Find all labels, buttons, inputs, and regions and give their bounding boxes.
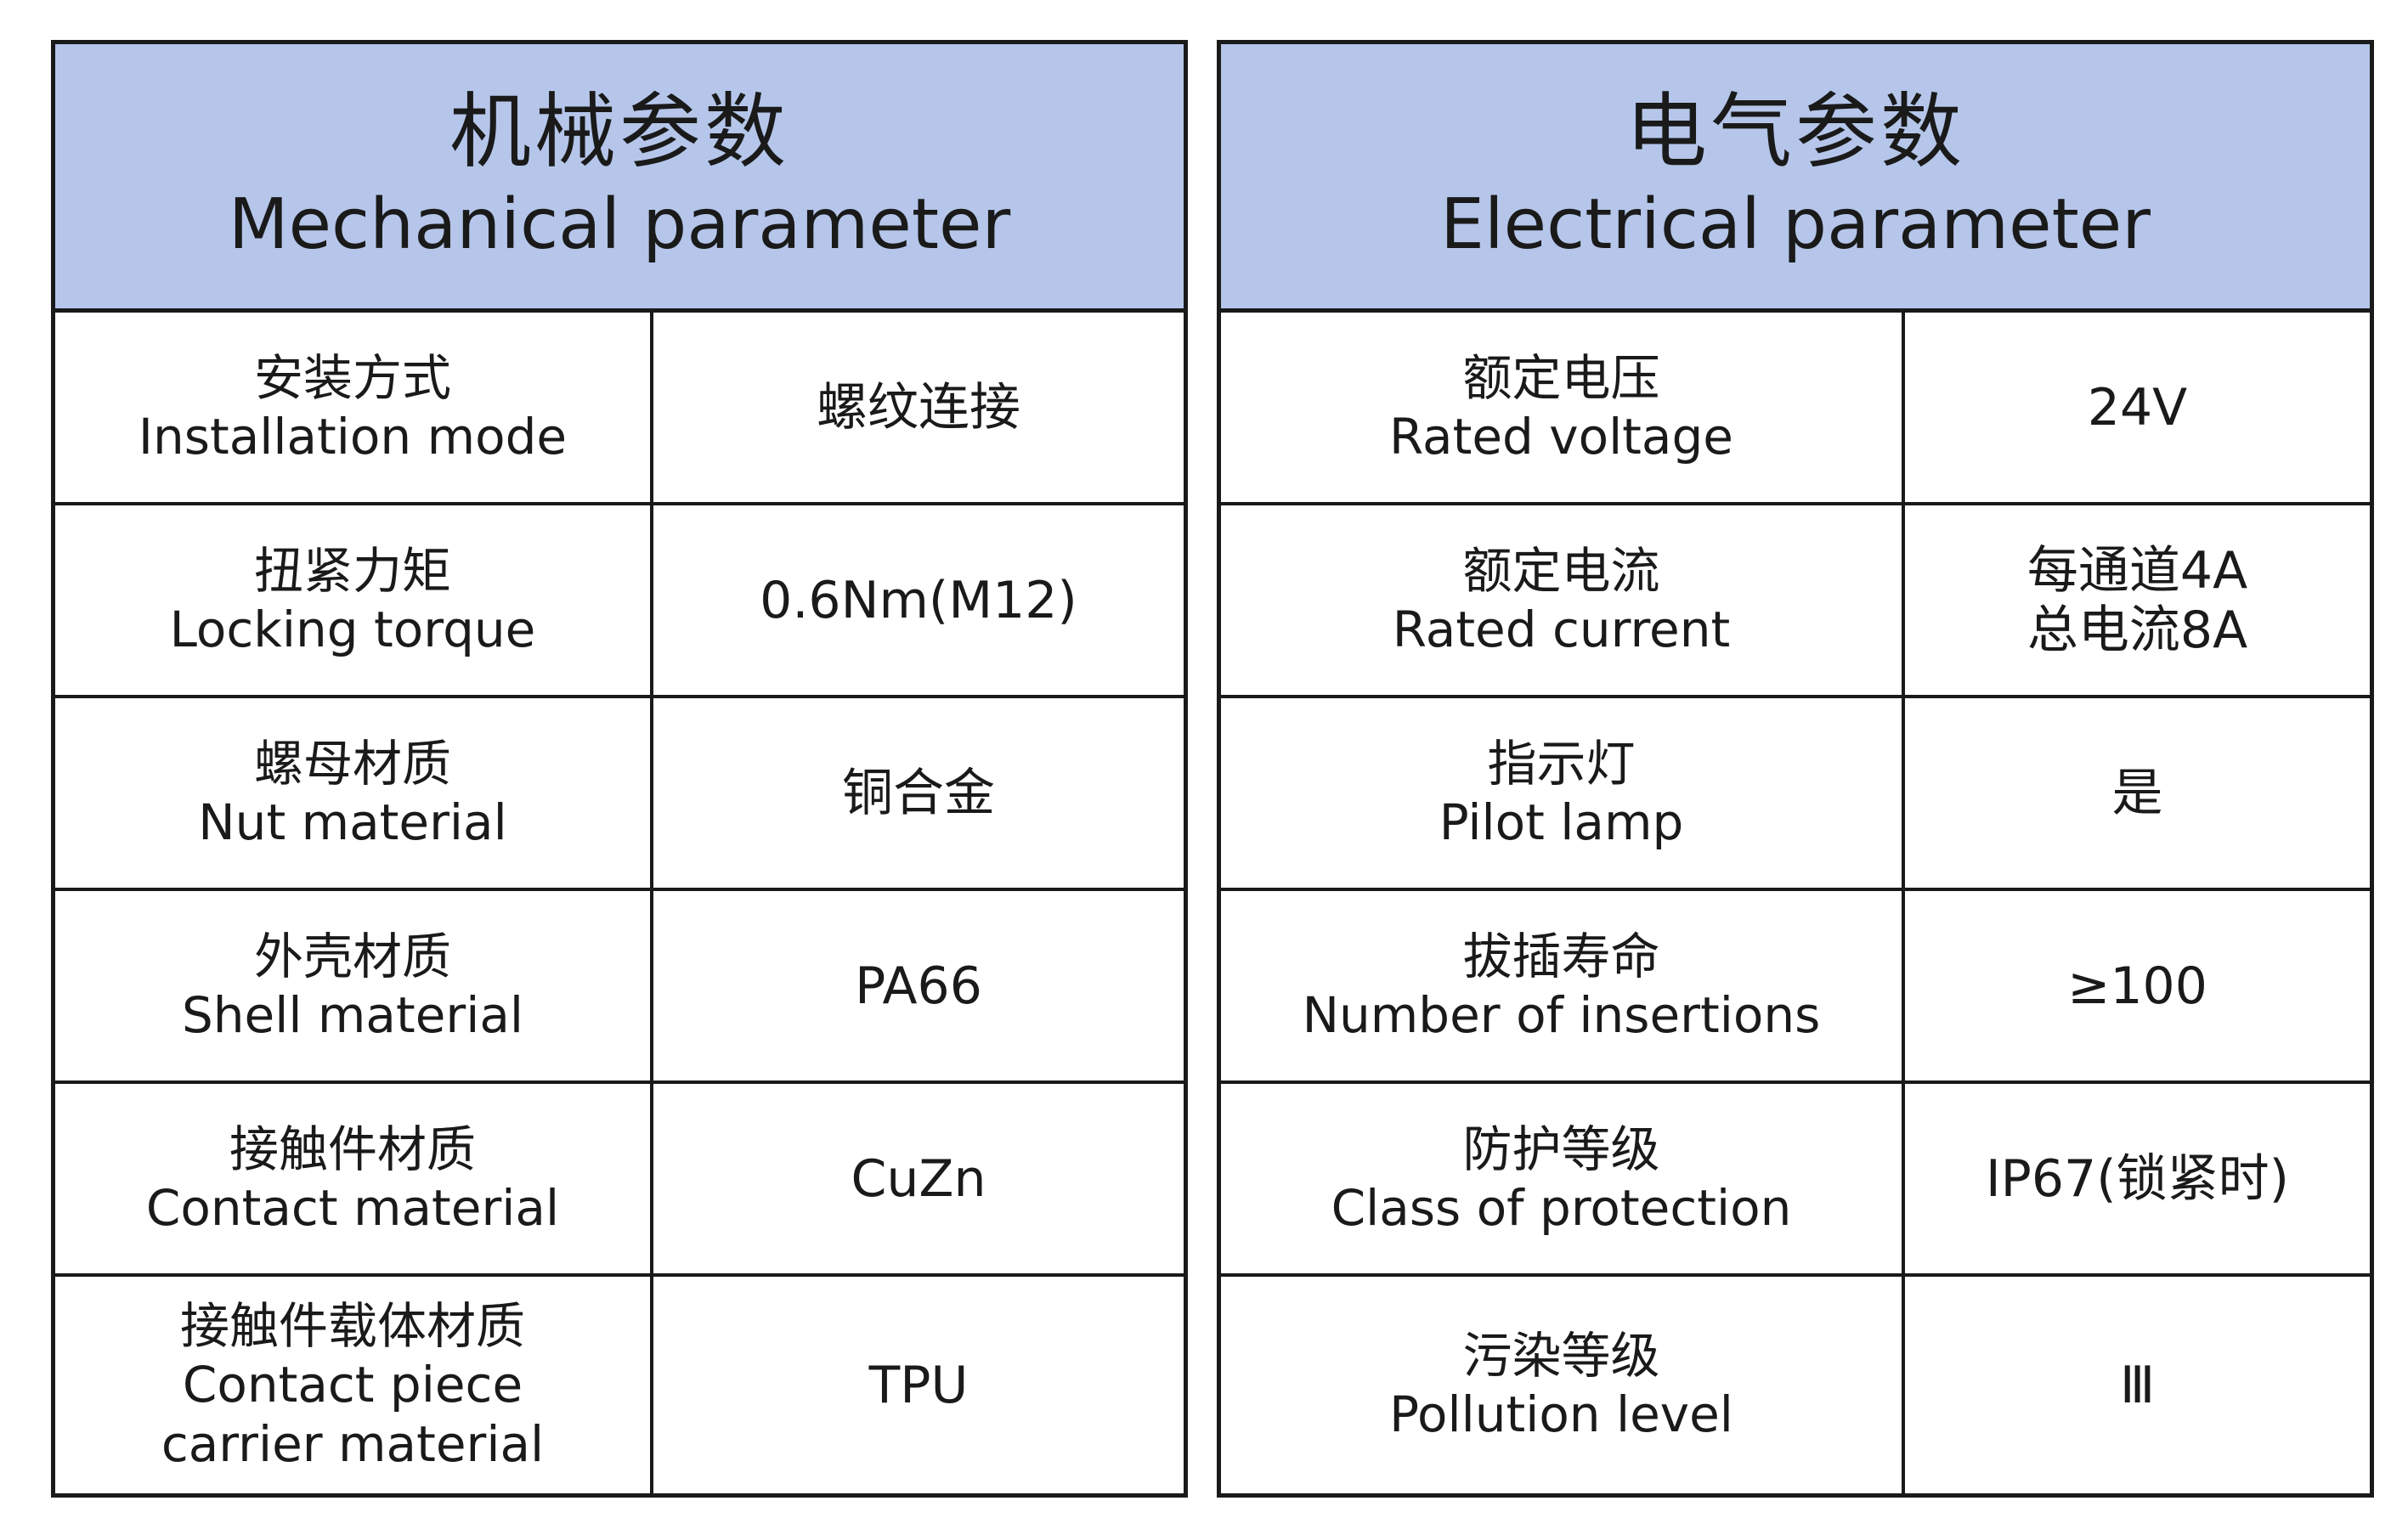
row-label: 扭紧力矩 Locking torque: [55, 505, 653, 695]
row-value: 每通道4A 总电流8A: [1905, 505, 2370, 695]
label-zh: 额定电流: [1462, 541, 1660, 600]
table-row: 拔插寿命 Number of insertions ≥100: [1221, 891, 2370, 1084]
row-label: 接触件材质 Contact material: [55, 1084, 653, 1273]
value-text: 24V: [2087, 377, 2188, 437]
label-zh: 防护等级: [1462, 1120, 1660, 1178]
label-en: Installation mode: [138, 407, 568, 465]
table-row: 扭紧力矩 Locking torque 0.6Nm(M12): [55, 505, 1184, 698]
row-label: 接触件载体材质 Contact piece carrier material: [55, 1277, 653, 1493]
label-zh: 拔插寿命: [1462, 927, 1660, 985]
label-en: Contact material: [145, 1178, 560, 1237]
label-en: Class of protection: [1331, 1178, 1792, 1237]
value-text: 螺纹连接: [817, 377, 1020, 437]
row-value: TPU: [653, 1277, 1184, 1493]
electrical-title-en: Electrical parameter: [1440, 183, 2151, 265]
mechanical-title-en: Mechanical parameter: [228, 183, 1011, 265]
row-label: 指示灯 Pilot lamp: [1221, 698, 1905, 888]
row-value: Ⅲ: [1905, 1277, 2370, 1493]
value-text: CuZn: [851, 1148, 986, 1209]
label-en: Number of insertions: [1302, 985, 1821, 1044]
row-value: IP67(锁紧时): [1905, 1084, 2370, 1273]
row-label: 拔插寿命 Number of insertions: [1221, 891, 1905, 1080]
electrical-parameter-table: 电气参数 Electrical parameter 额定电压 Rated vol…: [1217, 40, 2374, 1498]
value-text: TPU: [868, 1355, 969, 1415]
table-row: 防护等级 Class of protection IP67(锁紧时): [1221, 1084, 2370, 1277]
row-value: 螺纹连接: [653, 313, 1184, 502]
label-en: Rated current: [1392, 600, 1731, 658]
row-value: 24V: [1905, 313, 2370, 502]
mechanical-parameter-table: 机械参数 Mechanical parameter 安装方式 Installat…: [51, 40, 1188, 1498]
mechanical-rows: 安装方式 Installation mode 螺纹连接 扭紧力矩 Locking…: [55, 313, 1184, 1493]
row-value: PA66: [653, 891, 1184, 1080]
table-row: 螺母材质 Nut material 铜合金: [55, 698, 1184, 891]
mechanical-title-zh: 机械参数: [449, 83, 789, 179]
label-en: Locking torque: [169, 600, 536, 658]
row-value: 0.6Nm(M12): [653, 505, 1184, 695]
value-text-line1: 每通道4A: [2026, 540, 2248, 601]
table-row: 外壳材质 Shell material PA66: [55, 891, 1184, 1084]
label-zh: 外壳材质: [253, 927, 451, 985]
row-value: CuZn: [653, 1084, 1184, 1273]
label-zh: 污染等级: [1462, 1326, 1660, 1385]
mechanical-header: 机械参数 Mechanical parameter: [55, 44, 1184, 313]
row-label: 外壳材质 Shell material: [55, 891, 653, 1080]
row-value: 铜合金: [653, 698, 1184, 888]
table-row: 污染等级 Pollution level Ⅲ: [1221, 1277, 2370, 1493]
row-label: 污染等级 Pollution level: [1221, 1277, 1905, 1493]
table-row: 额定电压 Rated voltage 24V: [1221, 313, 2370, 505]
table-row: 接触件材质 Contact material CuZn: [55, 1084, 1184, 1277]
value-text: 是: [2111, 763, 2163, 823]
label-zh: 安装方式: [253, 348, 451, 407]
row-label: 安装方式 Installation mode: [55, 313, 653, 502]
table-row: 额定电流 Rated current 每通道4A 总电流8A: [1221, 505, 2370, 698]
electrical-title-zh: 电气参数: [1625, 83, 1965, 179]
label-en: Pilot lamp: [1439, 793, 1684, 851]
label-zh: 额定电压: [1462, 348, 1660, 407]
value-text: 0.6Nm(M12): [760, 570, 1077, 630]
label-en: Rated voltage: [1389, 407, 1733, 465]
electrical-rows: 额定电压 Rated voltage 24V 额定电流 Rated curren…: [1221, 313, 2370, 1493]
value-text: PA66: [855, 956, 982, 1016]
electrical-header: 电气参数 Electrical parameter: [1221, 44, 2370, 313]
label-zh: 指示灯: [1487, 734, 1636, 793]
table-row: 接触件载体材质 Contact piece carrier material T…: [55, 1277, 1184, 1493]
row-label: 防护等级 Class of protection: [1221, 1084, 1905, 1273]
value-text: IP67(锁紧时): [1985, 1148, 2290, 1209]
label-zh: 螺母材质: [253, 734, 451, 793]
label-en: Pollution level: [1389, 1385, 1733, 1443]
label-zh: 接触件载体材质: [179, 1296, 525, 1355]
label-en: Shell material: [181, 985, 523, 1044]
label-en: Contact piece carrier material: [161, 1355, 545, 1473]
label-zh: 扭紧力矩: [253, 541, 451, 600]
value-text-line2: 总电流8A: [2026, 600, 2248, 660]
value-text: Ⅲ: [2119, 1355, 2156, 1415]
value-text: 铜合金: [842, 763, 995, 823]
label-en: Nut material: [198, 793, 507, 851]
row-value: ≥100: [1905, 891, 2370, 1080]
value-text: ≥100: [2067, 956, 2207, 1016]
row-label: 螺母材质 Nut material: [55, 698, 653, 888]
label-zh: 接触件材质: [229, 1120, 476, 1178]
row-label: 额定电流 Rated current: [1221, 505, 1905, 695]
row-value: 是: [1905, 698, 2370, 888]
table-row: 指示灯 Pilot lamp 是: [1221, 698, 2370, 891]
row-label: 额定电压 Rated voltage: [1221, 313, 1905, 502]
table-row: 安装方式 Installation mode 螺纹连接: [55, 313, 1184, 505]
